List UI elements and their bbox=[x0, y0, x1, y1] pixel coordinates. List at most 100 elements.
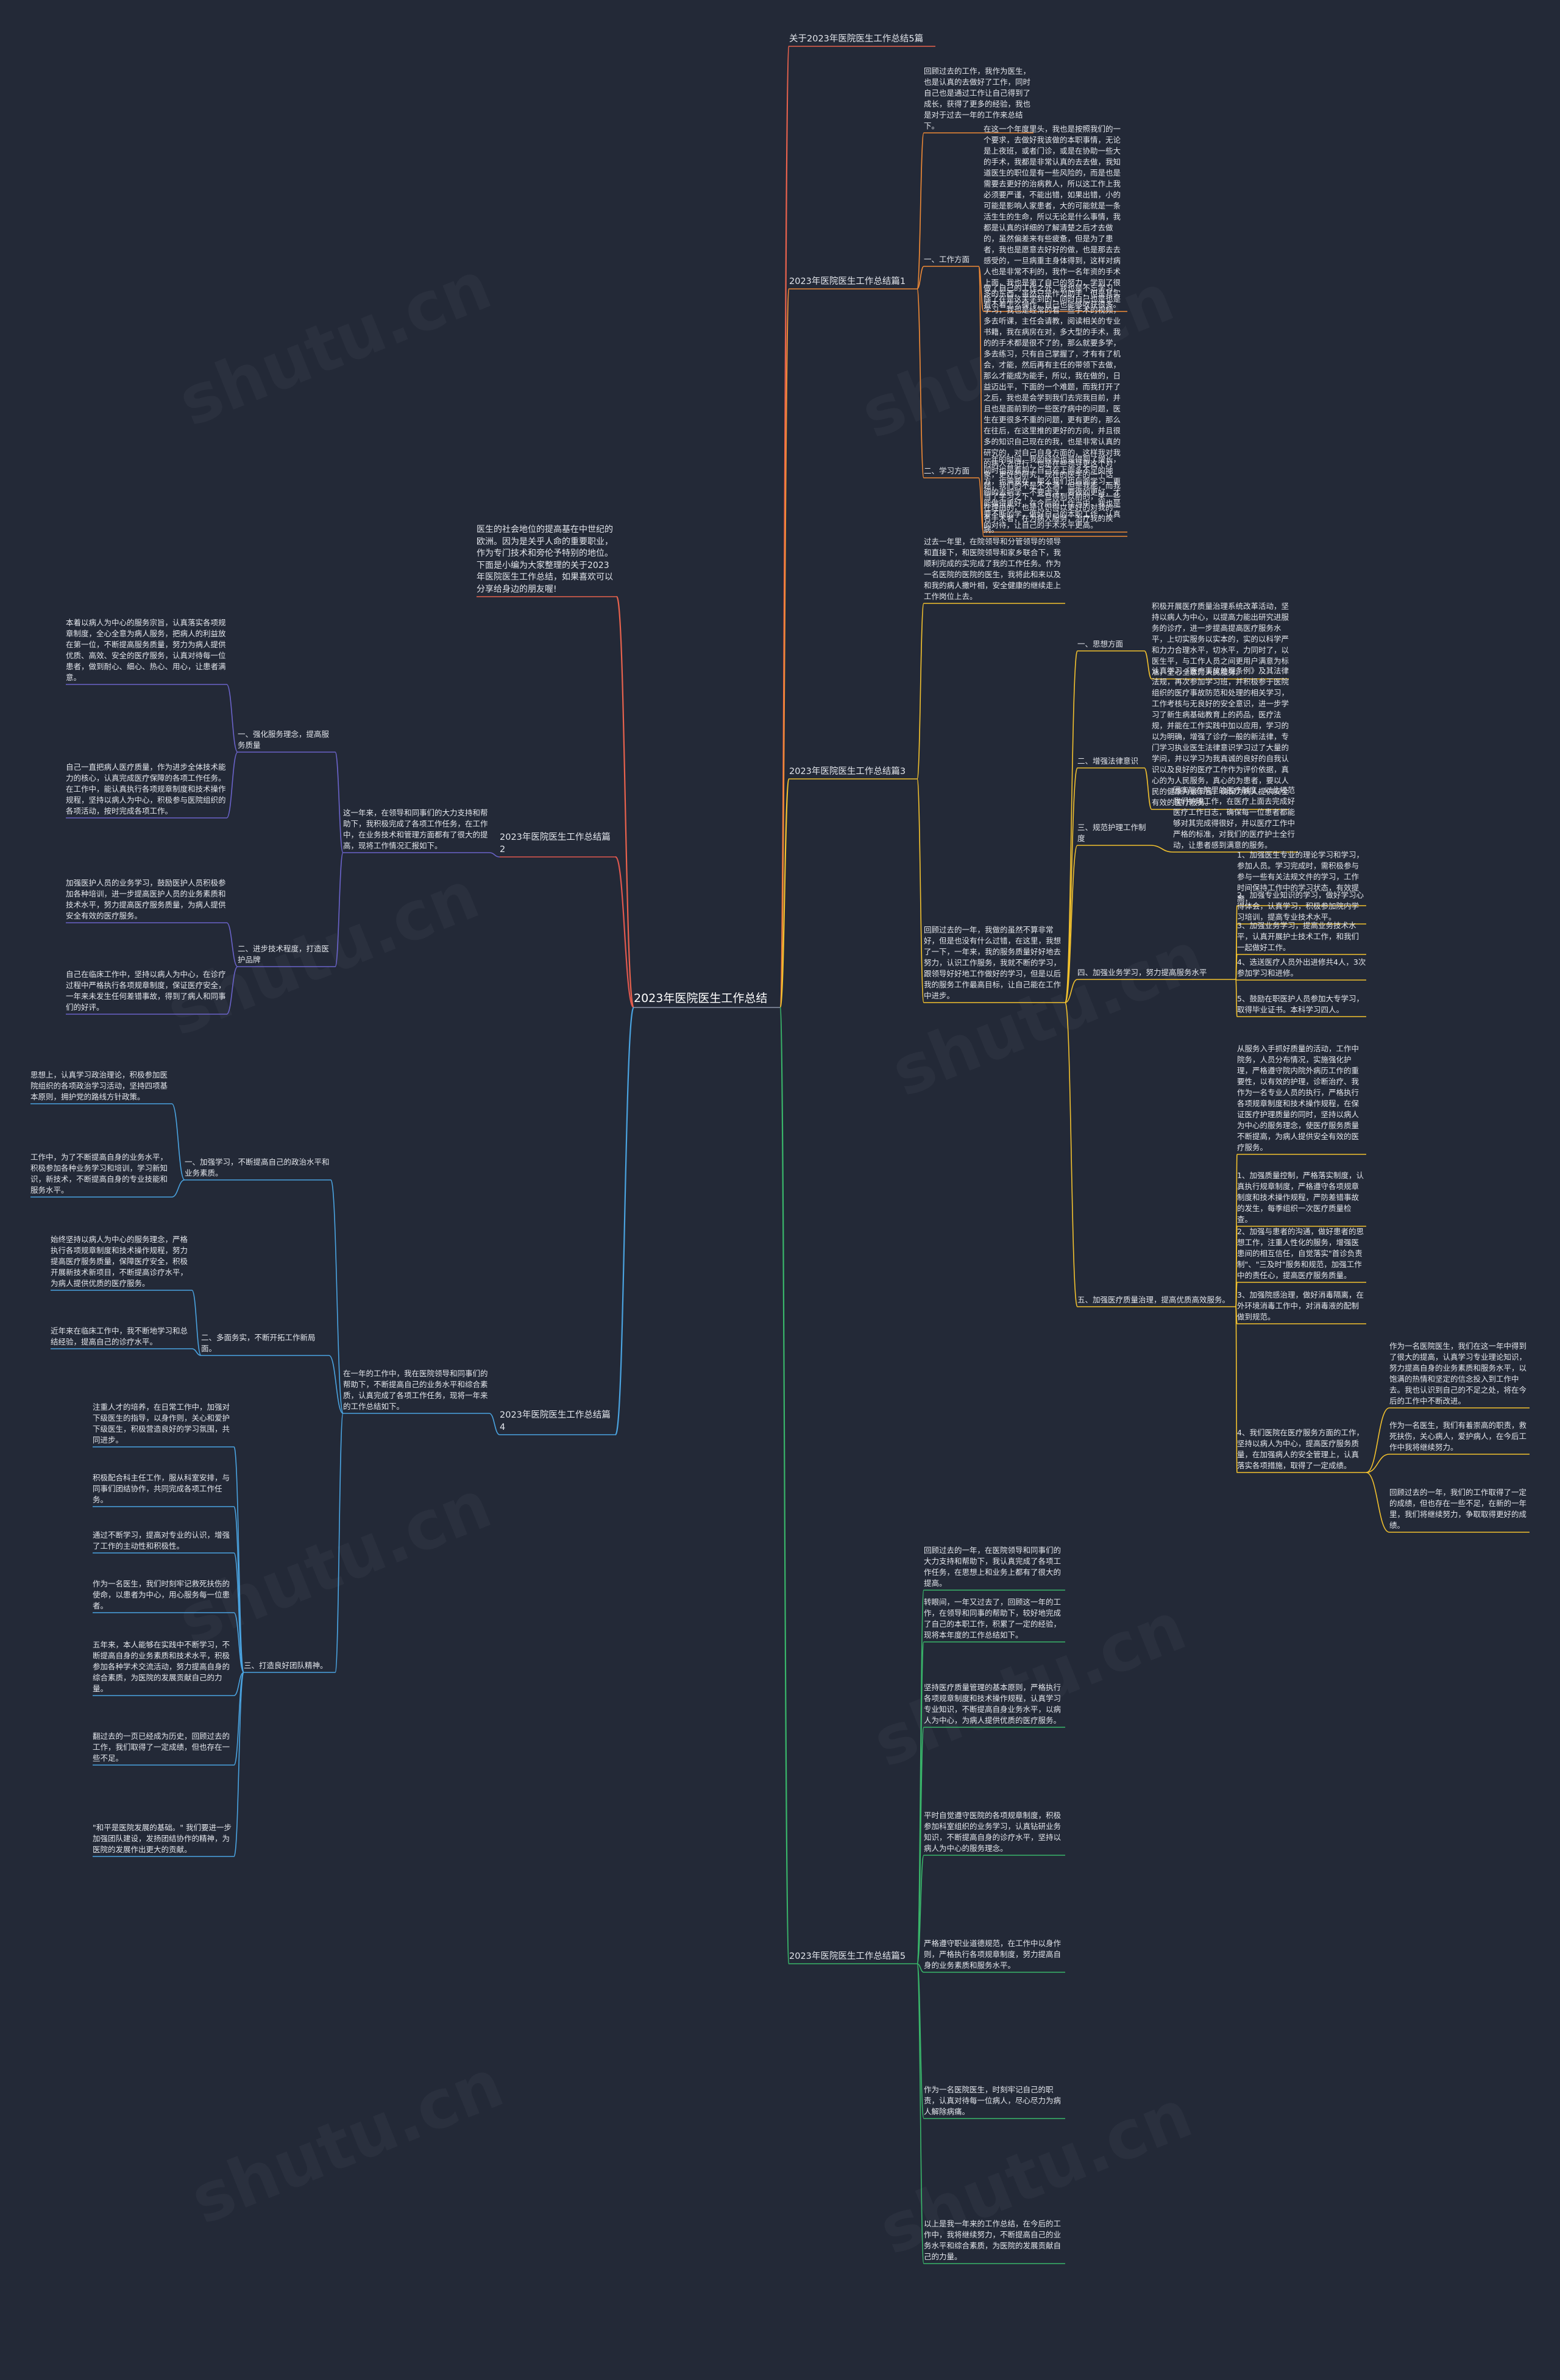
b3-n0-1[interactable]: 二、进步技术程度，打造医护品牌 bbox=[238, 944, 330, 964]
b4-n0-0-0[interactable]: 思想上，认真学习政治理论，积极参加医院组织的各项政治学习活动，坚持四项基本原则，… bbox=[30, 1070, 168, 1101]
b3-n0-1-0[interactable]: 加强医护人员的业务学习，鼓励医护人员积极参加各种培训，进一步提高医护人员的业务素… bbox=[66, 878, 226, 920]
b2-n1-4-0[interactable]: 从服务入手抓好质量的活动，工作中院务，人员分布情况，实施强化护理，严格遵守院内院… bbox=[1237, 1044, 1360, 1152]
b2-n1-3-1[interactable]: 2、加强专业知识的学习，做好学习心得体会，认真学习，积极参加院内学习培训，提高专… bbox=[1237, 890, 1364, 922]
b3-n0[interactable]: 这一年来，在领导和同事们的大力支持和帮助下，我积极完成了各项工作任务，在工作中，… bbox=[343, 808, 488, 850]
b2-n1-0-0[interactable]: 积极开展医疗质量治理系统改革活动，坚持以病人为中心，以提高力能出研究进服务的诊疗… bbox=[1152, 602, 1289, 677]
b5-n3[interactable]: 平时自觉遵守医院的各项规章制度，积极参加科室组织的业务学习，认真钻研业务知识，不… bbox=[924, 1811, 1062, 1853]
b2-n1-3-3[interactable]: 4、选送医疗人员外出进修共4人，3次参加学习和进修。 bbox=[1237, 957, 1366, 978]
b2-n1-0[interactable]: 一、思想方面 bbox=[1077, 639, 1124, 648]
b1-n2[interactable]: 二、学习方面 bbox=[924, 466, 970, 475]
b3-n0-1-1[interactable]: 自己在临床工作中，坚持以病人为中心，在诊疗过程中严格执行各项规章制度，保证医疗安… bbox=[66, 970, 226, 1012]
b4-n0[interactable]: 在一年的工作中，我在医院领导和同事们的帮助下，不断提高自己的业务水平和综合素质，… bbox=[343, 1369, 488, 1411]
connector-line bbox=[233, 1552, 244, 1673]
branch-title-1[interactable]: 2023年医院医生工作总结篇1 bbox=[789, 277, 906, 286]
connector-line bbox=[191, 1348, 202, 1356]
connector-line bbox=[226, 684, 238, 753]
b2-n1-2[interactable]: 三、规范护理工作制度 bbox=[1077, 823, 1146, 843]
b5-n2[interactable]: 坚持医疗质量管理的基本原则，严格执行各项规章制度和技术操作规程，认真学习专业知识… bbox=[924, 1683, 1062, 1725]
b2-n1[interactable]: 回顾过去的一年，我做的虽然不算非常好，但是也没有什么过错，在这里，我想了一下，一… bbox=[924, 925, 1062, 1000]
connector-line bbox=[916, 778, 924, 1003]
connector-line bbox=[1235, 954, 1238, 980]
b5-n1[interactable]: 转眼间，一年又过去了，回顾这一年的工作，在领导和同事的帮助下，较好地完成了自己的… bbox=[924, 1597, 1062, 1639]
b3-n0-0-1[interactable]: 自己一直把病人医疗质量，作为进步全体技术能力的核心，认真完成医疗保障的各项工作任… bbox=[66, 762, 226, 815]
b4-n0-0-1[interactable]: 工作中，为了不断提高自身的业务水平，积极参加各种业务学习和培训，学习新知识，新技… bbox=[30, 1153, 168, 1195]
b4-n0-2-6[interactable]: "和平是医院发展的基础。" 我们要进一步加强团队建设，发扬团结协作的精神，为医院… bbox=[93, 1823, 232, 1854]
b4-n0-2-1[interactable]: 积极配合科主任工作，服从科室安排，与同事们团结协作，共同完成各项工作任务。 bbox=[93, 1473, 230, 1504]
connector-line bbox=[614, 856, 635, 1009]
b2-n1-3-2[interactable]: 3、加强业务学习，提高业务技术水平，认真开展护士技术工作，和我们一起做好工作。 bbox=[1237, 921, 1360, 952]
connector-line bbox=[1065, 845, 1078, 1003]
connector-line bbox=[226, 922, 238, 967]
b1-n2-0[interactable]: 一年的时间，我的经验也是得到了增长，同时也是看到了自己在上面多不足的地方，也需要… bbox=[984, 455, 1121, 530]
connector-line bbox=[978, 266, 984, 312]
branch-title-2[interactable]: 2023年医院医生工作总结篇3 bbox=[789, 767, 906, 776]
connector-line bbox=[328, 1355, 344, 1414]
b2-n1-3-4[interactable]: 5、鼓励在职医护人员参加大专学习，取得毕业证书。本科学习四人。 bbox=[1237, 994, 1364, 1014]
branch-title-4[interactable]: 2023年医院医生工作总结篇4 bbox=[500, 1410, 611, 1432]
connector-line bbox=[1366, 1472, 1390, 1533]
b4-n0-2-2[interactable]: 通过不断学习，提高对专业的认识，增强了工作的主动性和积极性。 bbox=[93, 1530, 230, 1551]
b5-n4[interactable]: 严格遵守职业道德规范，在工作中以身作则，严格执行各项规章制度，努力提高自身的业务… bbox=[924, 1939, 1062, 1970]
branch-title-5[interactable]: 2023年医院医生工作总结篇5 bbox=[789, 1952, 906, 1961]
b2-n1-4-3[interactable]: 3、加强院感治理，做好消毒隔离，在外环境消毒工作中，对消毒液的配制做到规范。 bbox=[1237, 1290, 1364, 1321]
b2-n1-3[interactable]: 四、加强业务学习，努力提高服务水平 bbox=[1077, 968, 1207, 977]
b3-n0-0[interactable]: 一、强化服务理念，提高服务质量 bbox=[238, 730, 330, 750]
b4-n0-1-1[interactable]: 近年来在临床工作中，我不断地学习和总结经验，提高自己的诊疗水平。 bbox=[51, 1326, 188, 1346]
b1-n0[interactable]: 回顾过去的工作，我作为医生，也是认真的去做好了工作，同时自己也是通过工作让自己得… bbox=[924, 66, 1031, 130]
b2-n1-4-4-1[interactable]: 作为一名医生，我们有着崇高的职责，救死扶伤，关心病人，爱护病人，在今后工作中我将… bbox=[1389, 1421, 1527, 1452]
branch-title-0[interactable]: 关于2023年医院医生工作总结5篇 bbox=[789, 34, 924, 44]
branch-title-3[interactable]: 2023年医院医生工作总结篇2 bbox=[500, 833, 611, 854]
connector-line bbox=[1235, 979, 1238, 1017]
connector-line bbox=[1235, 1282, 1238, 1307]
b5-n0[interactable]: 回顾过去的一年，在医院领导和同事们的大力支持和帮助下，我认真完成了各项工作任务，… bbox=[924, 1546, 1062, 1588]
b2-n1-4-1[interactable]: 1、加强质量控制，严格落实制度，认真执行规章制度，严格遵守各项规章制度和技术操作… bbox=[1237, 1171, 1364, 1224]
b4-n0-1-0[interactable]: 始终坚持以病人为中心的服务理念，严格执行各项规章制度和技术操作规程，努力提高医疗… bbox=[51, 1235, 188, 1288]
connector-line bbox=[978, 477, 984, 533]
mindmap-intro-node[interactable]: 医生的社会地位的提高基在中世纪的欧洲。因为是关乎人命的重要职业，作为专门技术和旁… bbox=[477, 525, 613, 594]
connector-line bbox=[330, 1179, 344, 1414]
b4-n0-2-3[interactable]: 作为一名医生，我们时刻牢记救死扶伤的使命，以患者为中心，用心服务每一位患者。 bbox=[93, 1579, 230, 1610]
b2-n1-1[interactable]: 二、增强法律意识 bbox=[1077, 756, 1139, 766]
connector-line bbox=[978, 266, 984, 537]
connector-line bbox=[233, 1672, 244, 1857]
b5-n6[interactable]: 以上是我一年来的工作总结，在今后的工作中，我将继续努力，不断提高自己的业务水平和… bbox=[924, 2219, 1062, 2261]
b2-n1-4-4[interactable]: 4、我们医院在医疗服务方面的工作，坚持以病人为中心，提高医疗服务质量，在加强病人… bbox=[1237, 1428, 1364, 1470]
connector-line bbox=[226, 751, 238, 819]
connector-line bbox=[335, 852, 344, 967]
connector-line bbox=[233, 1672, 244, 1766]
b4-n0-2[interactable]: 三、打造良好团队精神。 bbox=[244, 1661, 328, 1670]
connector-line bbox=[1065, 650, 1078, 1003]
b2-n1-4-2[interactable]: 2、加强与患者的沟通，做好患者的思想工作，注重人性化的服务，增强医患间的相互信任… bbox=[1237, 1227, 1364, 1280]
b2-n1-4-4-0[interactable]: 作为一名医院医生，我们在这一年中得到了很大的提高，认真学习专业理论知识，努力提高… bbox=[1389, 1341, 1527, 1405]
connector-line bbox=[916, 1727, 924, 1964]
b4-n0-2-0[interactable]: 注重人才的培养，在日常工作中，加强对下级医生的指导，以身作则，关心和爱护下级医生… bbox=[93, 1402, 230, 1444]
b1-n1[interactable]: 一、工作方面 bbox=[924, 255, 970, 264]
connector-line bbox=[335, 1413, 344, 1673]
connector-line bbox=[191, 1290, 202, 1356]
b2-n1-2-0[interactable]: 因实际在院里的医疗制度，以此规范我们护理工作，在医疗上面去完成好医疗工作日志，确… bbox=[1173, 786, 1296, 850]
b2-n1-3-0[interactable]: 1、加强医生专业的理论学习和学习，参加人员。学习完成时，需积极参与参与一些有关法… bbox=[1237, 850, 1364, 903]
connector-line bbox=[171, 1179, 185, 1198]
b4-n0-2-5[interactable]: 翻过去的一页已经成为历史，回顾过去的工作，我们取得了一定成绩，但也存在一些不足。 bbox=[93, 1732, 230, 1763]
connector-line bbox=[489, 1413, 500, 1435]
connector-line bbox=[779, 1006, 790, 1965]
b2-n1-4-4-2[interactable]: 回顾过去的一年，我们的工作取得了一定的成绩，但也存在一些不足，在新的一年里，我们… bbox=[1389, 1488, 1527, 1530]
b4-n0-1[interactable]: 二、多面务实，不断开拓工作新局面。 bbox=[201, 1333, 316, 1353]
mindmap-root[interactable]: 2023年医院医生工作总结 bbox=[634, 992, 768, 1005]
connector-line bbox=[1065, 1002, 1078, 1307]
connector-line bbox=[916, 132, 924, 290]
b1-n1-0[interactable]: 在这一个年度里头，我也是按照我们的一个要求，去做好我该做的本职事情，无论是上夜班… bbox=[984, 124, 1121, 309]
b4-n0-2-4[interactable]: 五年来，本人能够在实践中不断学习，不断提高自身的业务素质和技术水平，积极参加各种… bbox=[93, 1640, 230, 1693]
connector-line bbox=[1144, 767, 1152, 810]
b4-n0-0[interactable]: 一、加强学习，不断提高自己的政治水平和业务素质。 bbox=[185, 1157, 330, 1178]
connector-line bbox=[916, 288, 924, 478]
b2-n1-4[interactable]: 五、加强医疗质量治理，提高优质高效服务。 bbox=[1077, 1295, 1230, 1304]
b2-n0[interactable]: 过去一年里，在院领导和分管领导的领导和直接下，和医院领导和家乡联合下，我顺利完成… bbox=[924, 537, 1062, 601]
connector-line bbox=[779, 778, 790, 1009]
b3-n0-0-0[interactable]: 本着以病人为中心的服务宗旨，认真落实各项规章制度，全心全意为病人服务，把病人的利… bbox=[66, 618, 226, 682]
connector-line bbox=[171, 1103, 185, 1181]
b2-n1-1-0[interactable]: 认真学习《医疗事故处理条例》及其法律法规，再次参加学习班，并积极参于医院组织的医… bbox=[1152, 666, 1289, 807]
b5-n5[interactable]: 作为一名医院医生，时刻牢记自己的职责，认真对待每一位病人，尽心尽力为病人解除病痛… bbox=[924, 2085, 1062, 2116]
b1-n1-1[interactable]: 做了自己的工作之外，我也是不忘学习，除了在是这关学到的，同时自己也是也是学习，我… bbox=[984, 283, 1121, 534]
